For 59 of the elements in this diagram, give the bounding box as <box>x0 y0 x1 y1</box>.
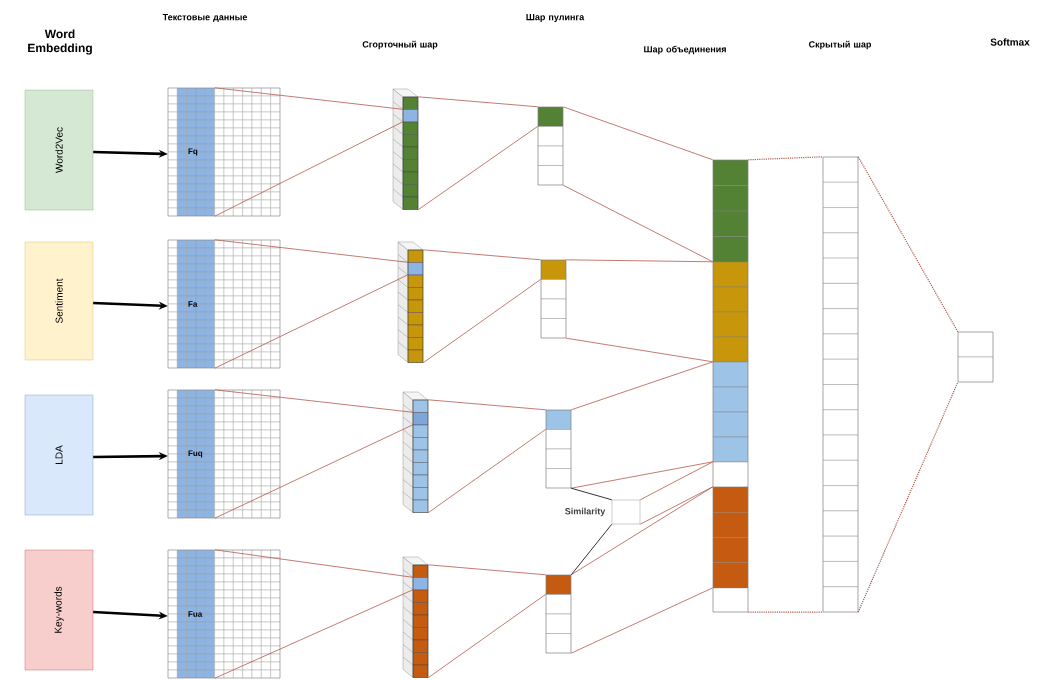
connector-line <box>214 87 404 110</box>
convolution-column <box>402 391 429 513</box>
connector-line <box>214 589 414 679</box>
connector-line <box>570 587 714 654</box>
connector-line <box>562 106 714 161</box>
connector-line <box>562 184 714 263</box>
connector-line <box>570 487 613 501</box>
convolution-column <box>402 556 429 678</box>
concatenation-column <box>712 159 749 613</box>
connector-line <box>747 156 824 161</box>
heading: Сгорточный шар <box>362 40 438 50</box>
connector-line <box>417 96 539 108</box>
connector-line <box>639 461 714 501</box>
embedding-box: Key-words <box>24 549 94 671</box>
hidden-layer-column <box>822 156 859 613</box>
heading: Softmax <box>990 38 1030 46</box>
embedding-box: LDA <box>24 394 94 516</box>
connector-line <box>747 611 824 613</box>
connector-line <box>427 428 547 514</box>
connector-line <box>427 399 547 411</box>
connector-line <box>857 381 959 613</box>
connector-line <box>565 259 714 263</box>
connector-line <box>570 523 613 576</box>
pooling-column <box>545 574 572 654</box>
convolution-column <box>397 241 424 363</box>
similarity-label: Similarity <box>565 507 606 517</box>
text-matrix: Fuq <box>167 389 281 519</box>
embedding-box: Word2Vec <box>24 89 94 211</box>
connector-line <box>422 249 542 261</box>
connector-line <box>570 461 714 489</box>
convolution-column <box>392 88 419 210</box>
connector-line <box>427 593 547 679</box>
heading: Скрытый шар <box>809 40 872 50</box>
connector-line <box>639 486 714 525</box>
pooling-column <box>545 409 572 489</box>
connector-line <box>214 121 404 217</box>
heading: Word Embedding <box>28 29 92 55</box>
embedding-box: Sentiment <box>24 241 94 361</box>
connector-line <box>214 239 409 263</box>
connector-line <box>570 361 714 411</box>
connector-line <box>417 125 539 211</box>
text-matrix: Fua <box>167 549 281 679</box>
connector-line <box>214 274 409 369</box>
heading: Текстовые данные <box>162 14 248 22</box>
softmax-box <box>957 331 994 383</box>
pooling-column <box>540 259 567 339</box>
connector-line <box>214 389 414 413</box>
text-matrix: Fq <box>167 87 281 217</box>
pooling-column <box>537 106 564 186</box>
connector-line <box>422 278 542 364</box>
text-matrix: Fa <box>167 239 281 369</box>
connector-line <box>427 564 547 576</box>
similarity-box <box>611 499 641 525</box>
connector-line <box>214 549 414 578</box>
heading: Шар пулинга <box>526 13 585 23</box>
heading: Шар объединения <box>644 45 726 55</box>
connector-line <box>214 424 414 519</box>
connector-line <box>857 156 959 333</box>
connector-line <box>565 337 714 363</box>
